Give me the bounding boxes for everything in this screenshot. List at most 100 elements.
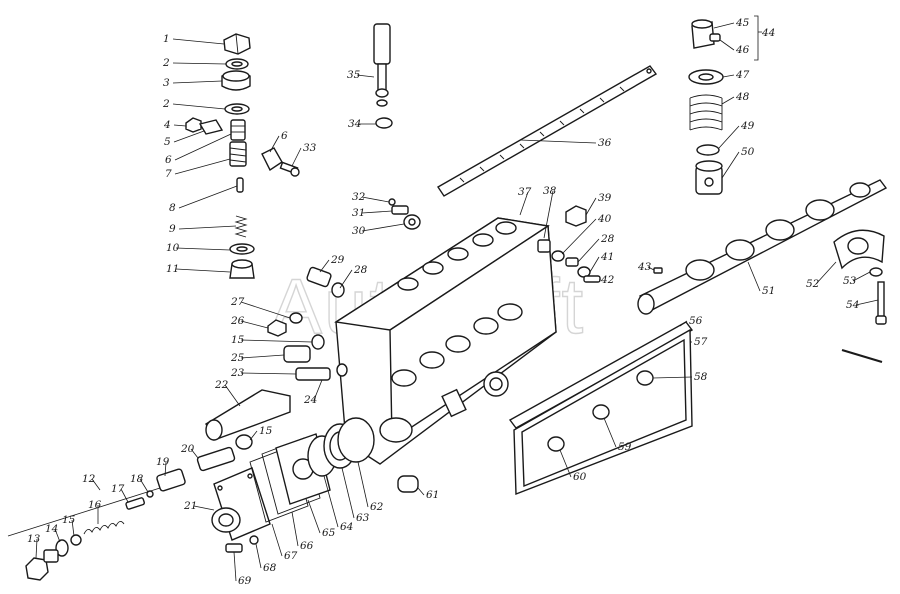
leader-l50 [721, 151, 740, 179]
label-l35: 35 [347, 69, 361, 81]
part-49-spring-seat [696, 144, 720, 156]
label-l33: 33 [303, 142, 317, 154]
label-l22: 22 [214, 379, 229, 391]
leader-l58 [652, 376, 693, 379]
label-l13: 13 [27, 533, 41, 545]
label-l3: 3 [163, 77, 170, 89]
label-l69: 69 [238, 575, 252, 587]
part-62-cover [337, 417, 375, 463]
leader-lines [35, 22, 879, 582]
label-l28b: 28 [353, 264, 368, 276]
part-labels: 1232456763389101135343645464748495032313… [27, 17, 859, 587]
label-l16: 16 [88, 499, 102, 511]
part-48-spring [689, 94, 723, 131]
part-15-washer [311, 334, 325, 350]
leader-l36 [519, 139, 597, 144]
leader-l9 [178, 225, 237, 230]
label-l32: 32 [352, 191, 366, 203]
part-47-spring-plate [688, 69, 724, 85]
part-11-seat [229, 259, 255, 279]
leader-l60 [559, 449, 572, 478]
leader-l14 [54, 528, 61, 543]
label-l19: 19 [156, 456, 170, 468]
part-33-screw [279, 161, 300, 177]
part-40-washer [551, 250, 565, 262]
label-l26: 26 [230, 315, 245, 327]
label-l27: 27 [230, 296, 245, 308]
leader-l18 [139, 478, 149, 493]
part-50-roller-tappet [695, 160, 723, 195]
leader-l12 [91, 478, 101, 491]
part-38-fitting [537, 239, 551, 253]
label-l63: 63 [356, 512, 370, 524]
leader-l41 [589, 256, 600, 273]
label-l52: 52 [806, 278, 820, 290]
label-l2a: 2 [162, 57, 170, 69]
part-39-nut [565, 205, 587, 227]
label-l62: 62 [370, 501, 384, 513]
label-l38: 38 [543, 185, 557, 197]
leader-l53 [852, 271, 871, 282]
leader-l37 [519, 191, 529, 216]
label-l29: 29 [330, 254, 345, 266]
bracket-44 [754, 15, 762, 61]
part-46-bolt [709, 33, 721, 42]
leader-l28a [577, 238, 600, 263]
leader-l67 [271, 523, 283, 557]
part-28-screw-upper [565, 257, 579, 267]
label-l36: 36 [598, 137, 612, 149]
leader-l27 [240, 301, 291, 319]
leader-l17 [120, 488, 129, 503]
part-59-plug [592, 404, 610, 420]
part-8-pin [236, 177, 244, 193]
label-l20: 20 [180, 443, 195, 455]
label-l46: 46 [735, 44, 750, 56]
label-l45: 45 [735, 17, 750, 29]
leader-l46 [719, 39, 735, 51]
label-l48: 48 [735, 91, 750, 103]
label-l39: 39 [598, 192, 612, 204]
label-l54: 54 [846, 299, 859, 311]
label-l65: 65 [322, 527, 336, 539]
leader-l64 [323, 475, 339, 528]
leader-l56 [679, 320, 688, 327]
part-3-union-body [221, 70, 251, 91]
label-l43: 43 [637, 261, 652, 273]
part-42-bolt [583, 275, 601, 283]
part-55-pin [841, 348, 883, 364]
part-34-ring [375, 117, 393, 129]
leader-l15c [71, 519, 75, 537]
leader-l25 [240, 354, 285, 359]
part-58-plug [636, 370, 654, 386]
part-23-fitting [295, 367, 331, 381]
part-31-bolt [391, 205, 409, 215]
leader-l1 [172, 38, 225, 45]
label-44: 44 [761, 27, 775, 39]
label-l12: 12 [82, 473, 96, 485]
label-l24: 24 [303, 394, 317, 406]
label-l37: 37 [518, 186, 532, 198]
leader-l2a [172, 62, 227, 65]
part-13-plug [25, 549, 59, 581]
leader-l10 [175, 247, 231, 251]
label-l42: 42 [600, 274, 615, 286]
leader-l47 [722, 74, 735, 78]
part-1-cap-nut [223, 33, 251, 55]
part-36-control-rack [437, 65, 658, 197]
label-l50: 50 [741, 146, 755, 158]
leader-l11 [175, 268, 231, 273]
leader-l39 [585, 197, 597, 216]
part-2-washer-lower [224, 103, 250, 115]
label-l25: 25 [230, 352, 245, 364]
part-32-screw [388, 198, 396, 206]
part-4-nut [185, 117, 202, 133]
label-l61: 61 [426, 489, 439, 501]
label-l9: 9 [169, 223, 176, 235]
leader-l61 [417, 487, 425, 496]
label-l14: 14 [45, 523, 58, 535]
part-43-key [653, 267, 663, 274]
part-7-valve-body [229, 141, 247, 167]
leader-l63 [341, 467, 355, 519]
leader-l66 [291, 511, 299, 547]
leader-l35 [356, 74, 375, 78]
